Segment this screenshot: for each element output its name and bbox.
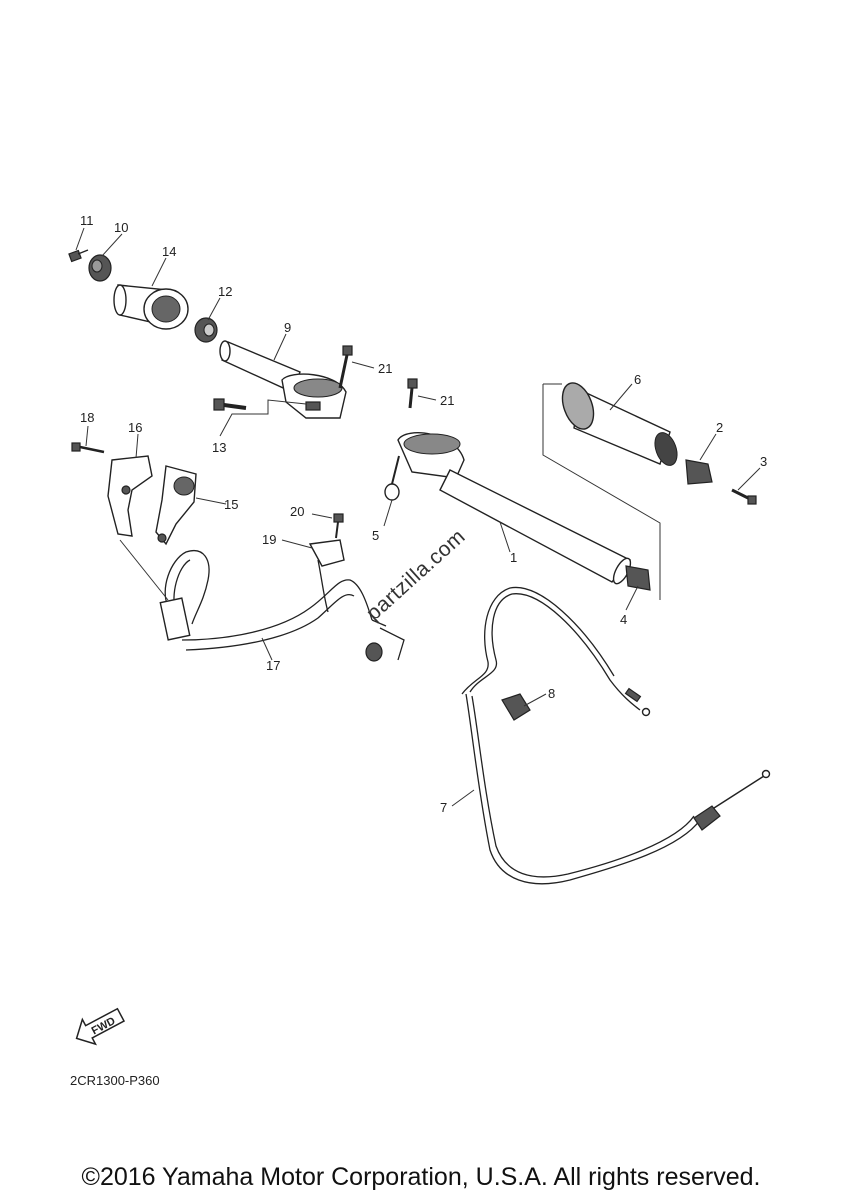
copyright: ©2016 Yamaha Motor Corporation, U.S.A. A…: [81, 1163, 761, 1191]
callout-21a: 21: [378, 361, 392, 376]
part-16-holder: [107, 455, 153, 537]
part-13-bolt: [213, 398, 247, 411]
part-19-clamp: [308, 539, 345, 567]
part-20-screw: [333, 513, 344, 539]
part-21a-bolt: [338, 345, 353, 389]
callout-9: 9: [284, 320, 291, 335]
callout-17: 17: [266, 658, 280, 673]
part-5-screw: [384, 455, 400, 501]
part-3-bolt: [731, 488, 757, 505]
part-15-holder: [155, 465, 197, 546]
callout-labels: 1 2 3 4 5 6 7 8 9 10 11 12 13 14 15 16 1…: [80, 213, 767, 815]
callout-19: 19: [262, 532, 276, 547]
grip-assembly-bracket: [542, 383, 661, 600]
callout-4: 4: [620, 612, 627, 627]
diagram-code: 2CR1300-P360: [70, 1073, 160, 1088]
callout-20: 20: [290, 504, 304, 519]
callout-10: 10: [114, 220, 128, 235]
part-4-collar: [625, 565, 651, 591]
part-11-bolt: [68, 249, 89, 263]
callout-8: 8: [548, 686, 555, 701]
part-12-collar: [194, 317, 218, 343]
part-8-holder: [501, 693, 531, 721]
part-2-end-weight: [685, 459, 713, 485]
callout-6: 6: [634, 372, 641, 387]
callout-13: 13: [212, 440, 226, 455]
leader-lines: [75, 227, 761, 807]
callout-2: 2: [716, 420, 723, 435]
callout-18: 18: [80, 410, 94, 425]
callout-16: 16: [128, 420, 142, 435]
callout-14: 14: [162, 244, 176, 259]
callout-1: 1: [510, 550, 517, 565]
callout-15: 15: [224, 497, 238, 512]
part-1-right-handlebar: [397, 432, 632, 585]
part-7-cable: [461, 586, 771, 885]
callout-12: 12: [218, 284, 232, 299]
callout-3: 3: [760, 454, 767, 469]
callout-21b: 21: [440, 393, 454, 408]
fwd-arrow-icon: FWD: [75, 1007, 126, 1046]
part-10-end-weight: [88, 254, 112, 282]
fwd-label: FWD: [90, 1015, 118, 1037]
part-14-grip: [113, 284, 189, 330]
callout-7: 7: [440, 800, 447, 815]
part-9-left-handlebar: [219, 340, 347, 419]
part-17-switch-wiring: [159, 550, 405, 662]
part-18-bolt: [71, 442, 105, 454]
part-21b-bolt: [407, 378, 418, 409]
part-6-throttle-grip: [561, 382, 678, 466]
callout-11: 11: [80, 213, 94, 228]
callout-5: 5: [372, 528, 379, 543]
